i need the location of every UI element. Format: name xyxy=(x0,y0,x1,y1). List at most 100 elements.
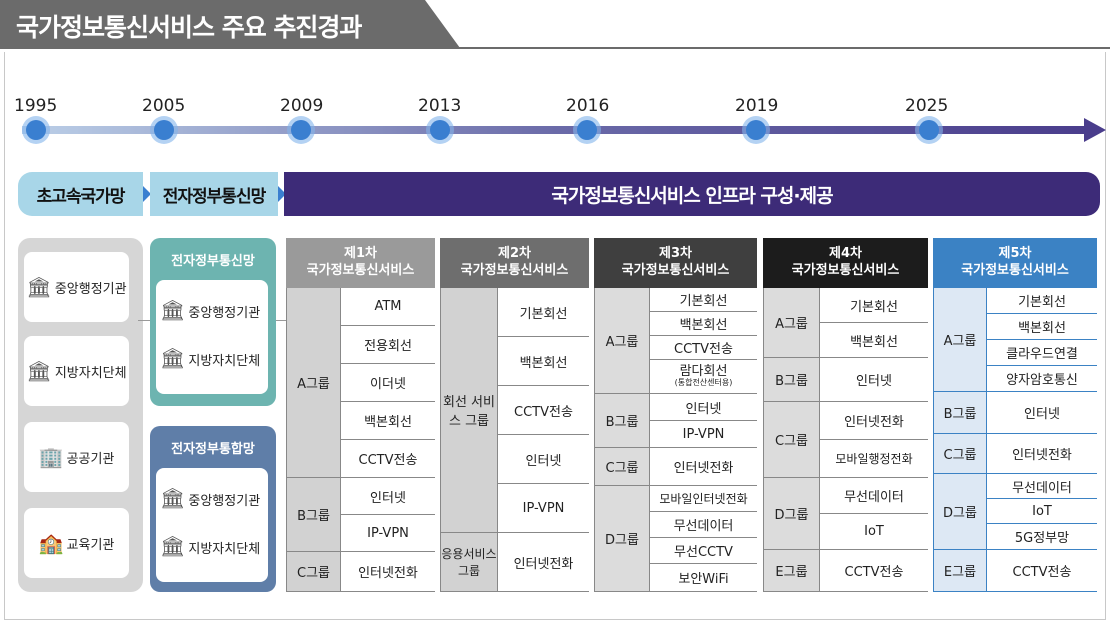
year-label: 2025 xyxy=(905,96,949,116)
service-cell: CCTV전송 xyxy=(986,550,1097,591)
group-label: C그룹 xyxy=(595,448,649,486)
org-box: 🏛중앙행정기관 xyxy=(24,252,129,322)
timeline-dot xyxy=(26,120,46,140)
service-cell: 백본회선 xyxy=(497,337,589,386)
year-label: 2016 xyxy=(566,96,610,116)
service-cell: 무선데이터 xyxy=(649,512,757,538)
service-cell: IoT xyxy=(819,514,928,550)
group-label: D그룹 xyxy=(934,474,986,550)
service-cell: 인터넷전화 xyxy=(986,434,1097,474)
connector-line xyxy=(276,320,286,321)
service-cell: IP-VPN xyxy=(497,484,589,533)
timeline-dot xyxy=(291,120,311,140)
phase-3: 국가정보통신서비스 인프라 구성·제공 xyxy=(284,172,1100,216)
service-cell: 모바일인터넷전화 xyxy=(649,486,757,512)
service-cell: CCTV전송 xyxy=(497,386,589,435)
network-inner: 🏛중앙행정기관 🏛지방자치단체 xyxy=(156,280,268,394)
group-label: 회선 서비스 그룹 xyxy=(441,288,497,533)
timeline-dot xyxy=(577,120,597,140)
group-label: B그룹 xyxy=(934,392,986,434)
building-icon: 🏛 xyxy=(26,359,52,383)
timeline-dot xyxy=(430,120,450,140)
chevron-right-icon xyxy=(278,186,286,202)
group-label: A그룹 xyxy=(287,288,340,478)
timeline-bar xyxy=(22,126,1092,134)
year-label: 2019 xyxy=(735,96,779,116)
service-cell: IoT xyxy=(986,499,1097,524)
group-label: D그룹 xyxy=(595,486,649,591)
group-label: 응용서비스 그룹 xyxy=(441,533,497,591)
service-body: 회선 서비스 그룹 기본회선 백본회선 CCTV전송 인터넷 IP-VPN 응용… xyxy=(440,288,589,592)
year-label: 2005 xyxy=(142,96,186,116)
group-label: B그룹 xyxy=(287,478,340,552)
service-body: A그룹 기본회선 백본회선 CCTV전송 람다회선(통합전산센터용) B그룹 인… xyxy=(594,288,757,592)
chevron-right-icon xyxy=(143,186,151,202)
service-body: A그룹 ATM 전용회선 이더넷 백본회선 CCTV전송 B그룹 인터넷 IP-… xyxy=(286,288,435,592)
timeline-dot xyxy=(919,120,939,140)
service-cell: 무선데이터 xyxy=(986,474,1097,499)
service-cell: ATM xyxy=(340,288,435,326)
building-icon: 🏛 xyxy=(160,346,186,370)
service-cell: IP-VPN xyxy=(649,421,757,448)
service-cell: 람다회선(통합전산센터용) xyxy=(649,360,757,394)
building-icon: 🏫 xyxy=(38,531,64,555)
service-body: A그룹 기본회선 백본회선 클라우드연결 양자암호통신 B그룹 인터넷 C그룹 … xyxy=(933,288,1097,592)
service-cell: 인터넷전화 xyxy=(819,402,928,440)
service-cell: 인터넷 xyxy=(340,478,435,515)
service-cell: 5G정부망 xyxy=(986,524,1097,550)
title-tab xyxy=(0,0,460,48)
service-cell: 인터넷 xyxy=(497,435,589,484)
service-body: A그룹 기본회선 백본회선 B그룹 인터넷 C그룹 인터넷전화 모바일행정전화 … xyxy=(763,288,928,592)
group-label: D그룹 xyxy=(764,478,819,550)
network-inner: 🏛중앙행정기관 🏛지방자치단체 xyxy=(156,468,268,582)
building-icon: 🏛 xyxy=(160,534,186,558)
content-frame xyxy=(4,52,1106,620)
group-label: E그룹 xyxy=(934,550,986,591)
timeline-dot xyxy=(154,120,174,140)
service-cell: 보안WiFi xyxy=(649,564,757,591)
group-label: B그룹 xyxy=(764,358,819,402)
org-box: 🏢공공기관 xyxy=(24,422,129,492)
service-cell: CCTV전송 xyxy=(649,336,757,360)
service-cell: 양자암호통신 xyxy=(986,366,1097,392)
service-cell: 기본회선 xyxy=(819,288,928,323)
service-cell: 백본회선 xyxy=(986,314,1097,340)
group-label: A그룹 xyxy=(595,288,649,394)
service-cell: 인터넷 xyxy=(986,392,1097,434)
service-cell: 인터넷 xyxy=(819,358,928,402)
service-cell: 백본회선 xyxy=(340,402,435,440)
building-icon: 🏛 xyxy=(160,298,186,322)
org-column: 🏛중앙행정기관 🏛지방자치단체 🏢공공기관 🏫교육기관 xyxy=(18,238,143,592)
service-cell: 백본회선 xyxy=(819,323,928,358)
service-cell: IP-VPN xyxy=(340,515,435,552)
network-box: 전자정부통합망 🏛중앙행정기관 🏛지방자치단체 xyxy=(150,426,276,592)
group-label: B그룹 xyxy=(595,394,649,448)
org-box: 🏛지방자치단체 xyxy=(24,336,129,406)
group-label: E그룹 xyxy=(764,550,819,591)
building-icon: 🏛 xyxy=(160,486,186,510)
service-cell: 무선CCTV xyxy=(649,538,757,564)
phase-2: 전자정부통신망 xyxy=(150,172,278,216)
year-label: 1995 xyxy=(14,96,58,116)
service-cell: 인터넷전화 xyxy=(649,448,757,486)
year-label: 2009 xyxy=(280,96,324,116)
service-cell: 이더넷 xyxy=(340,364,435,402)
page-title: 국가정보통신서비스 주요 추진경과 xyxy=(16,13,362,42)
service-cell: CCTV전송 xyxy=(819,550,928,591)
service-cell: 전용회선 xyxy=(340,326,435,364)
service-cell: CCTV전송 xyxy=(340,440,435,478)
service-cell: 인터넷전화 xyxy=(340,552,435,591)
timeline-arrow-icon xyxy=(1084,118,1106,142)
building-icon: 🏢 xyxy=(38,445,64,469)
service-cell: 무선데이터 xyxy=(819,478,928,514)
phase-1: 초고속국가망 xyxy=(18,172,143,216)
